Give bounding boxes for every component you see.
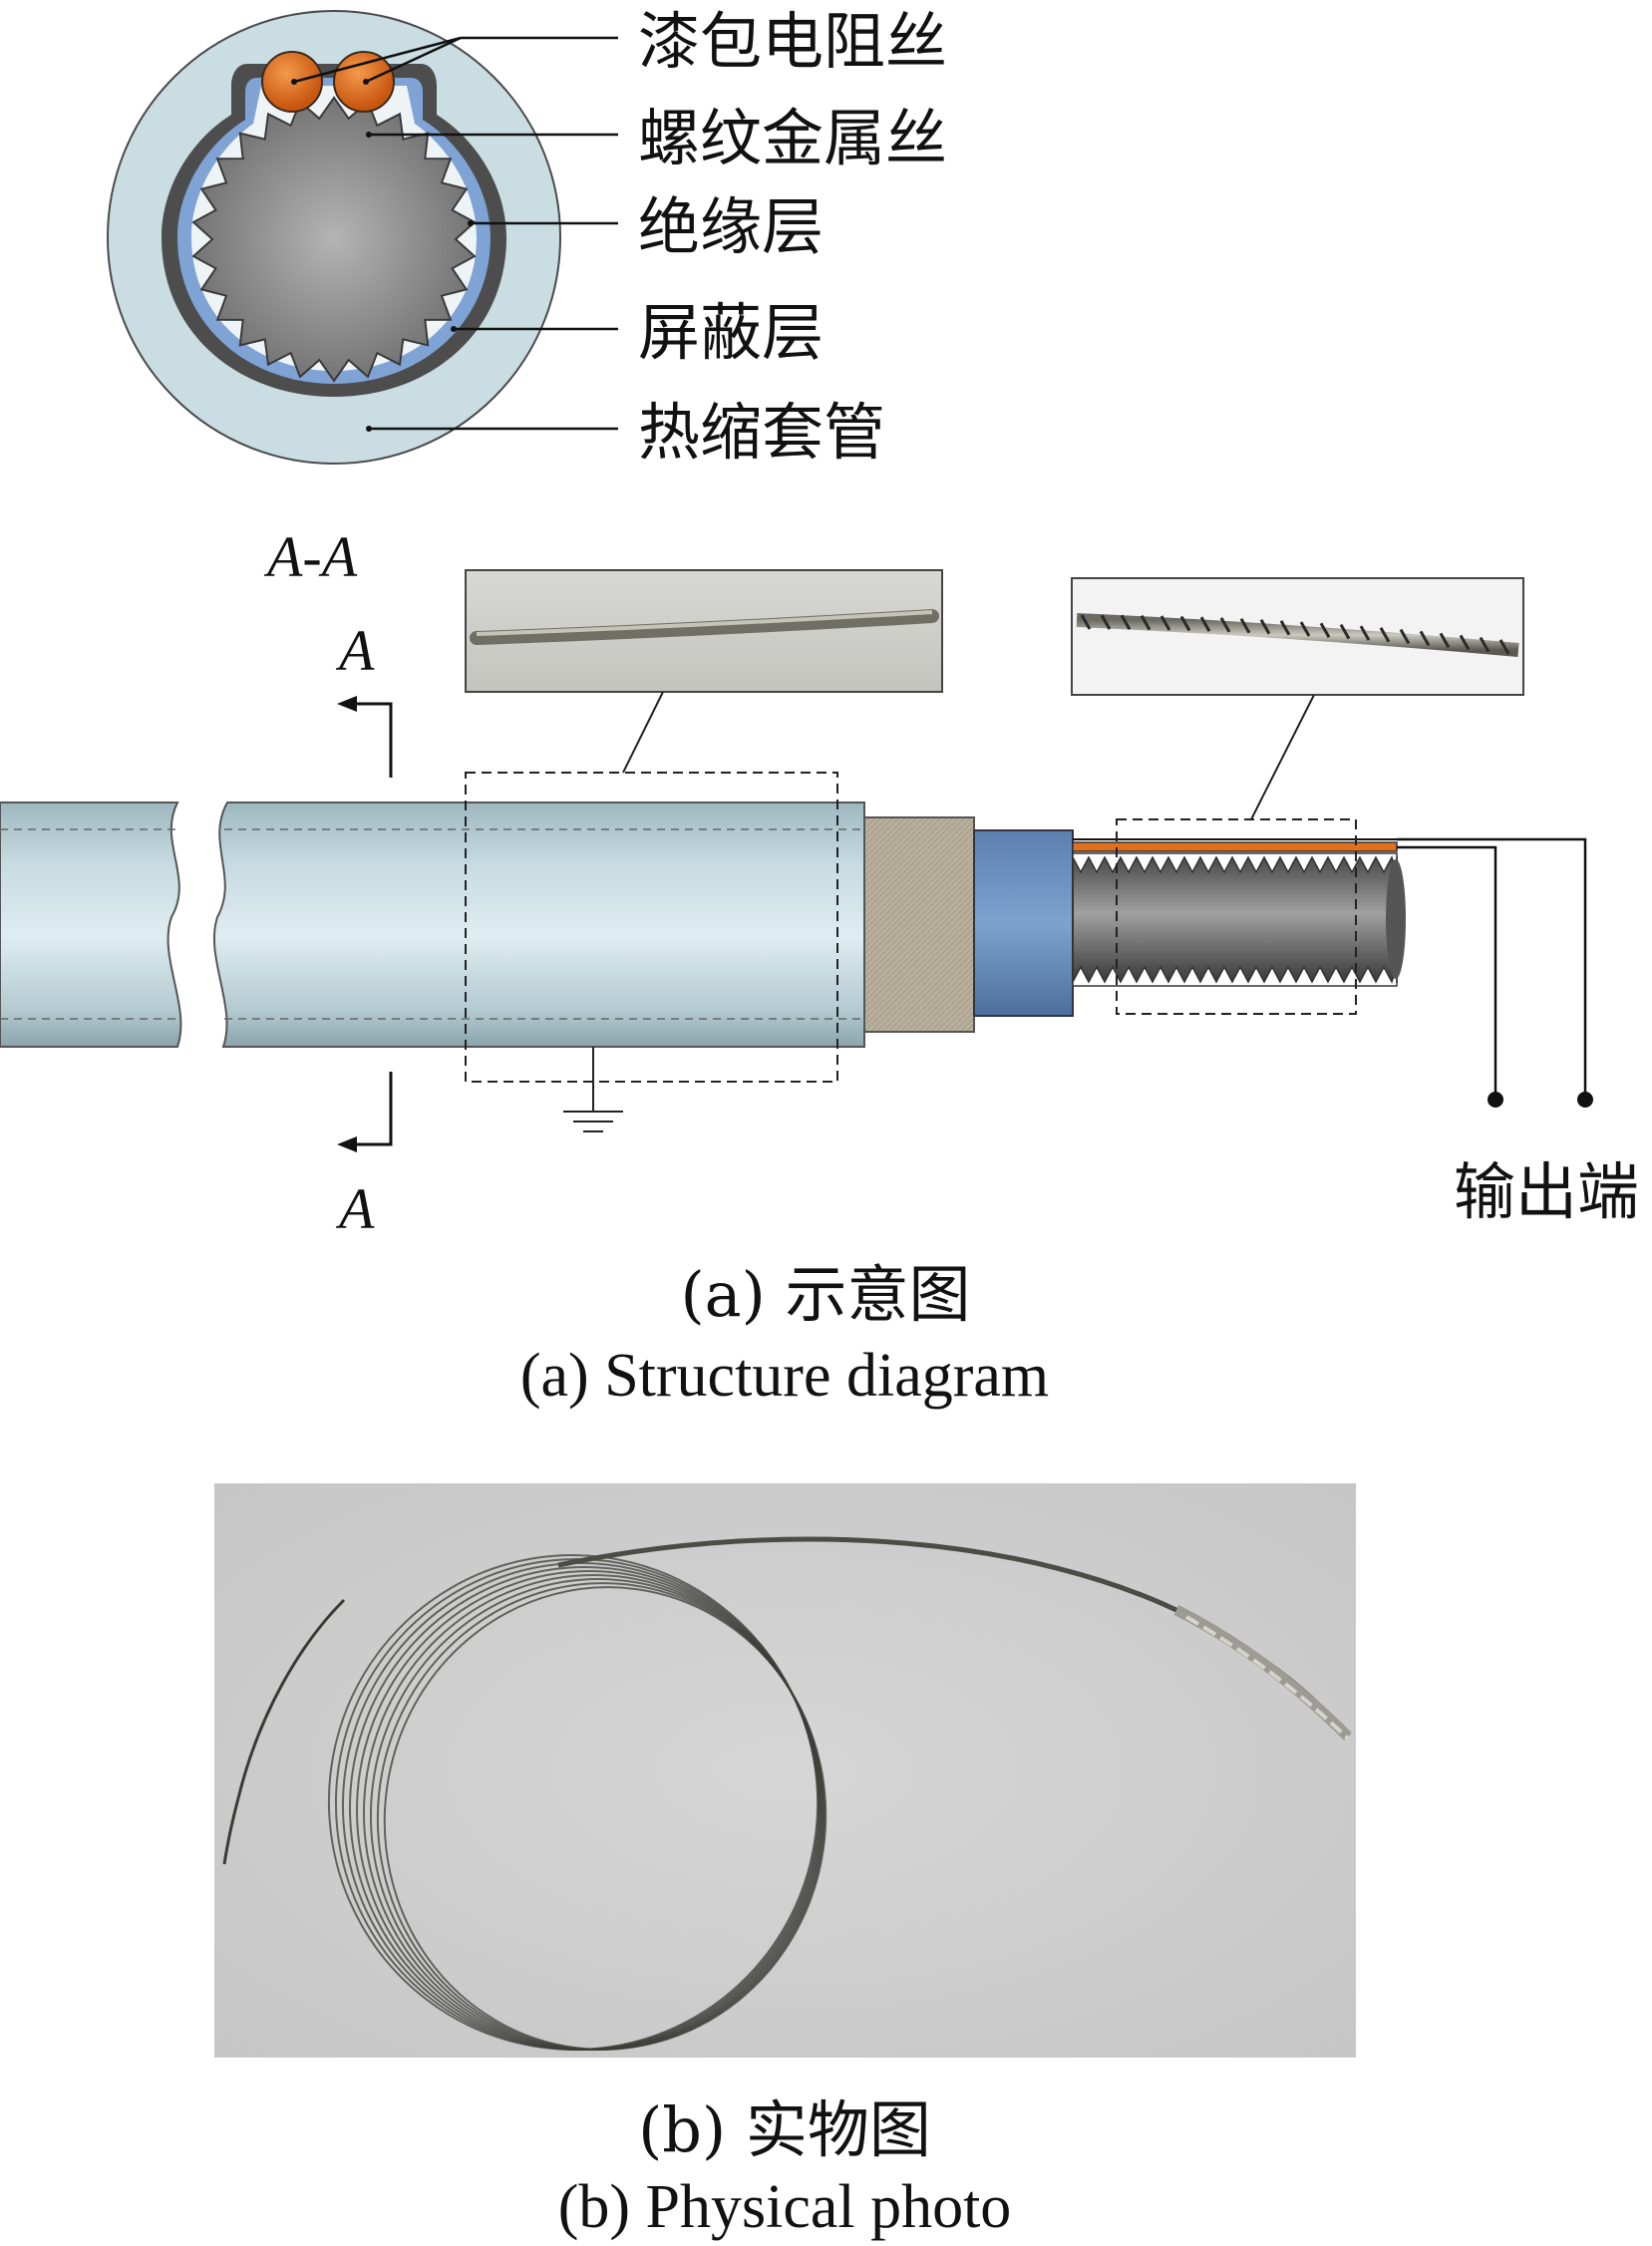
label-enamel-wire: 漆包电阻丝 [638,5,947,78]
shield-braid [863,816,975,1033]
caption-a-cn: (a) 示意图 [680,1258,970,1331]
caption-b-en: (b) Physical photo [558,2173,1012,2241]
zoom-box-sleeve [465,772,838,1083]
label-shield: 屏蔽层 [638,296,824,369]
label-threaded-wire: 螺纹金属丝 [638,102,947,174]
section-title: A-A [263,524,358,589]
output-leads [1397,837,1587,1100]
structure-diagram: 输出端 [0,569,1639,1228]
sleeve-main [212,802,865,1048]
enamel-wire-strip [1072,841,1398,852]
zoom-box-core [1116,818,1357,1015]
section-letter-top: A [335,618,375,683]
leader-lines [293,36,618,431]
ground-icon [563,1047,623,1132]
caption-b-cn: (b) 实物图 [638,2093,931,2166]
physical-photo [214,1483,1356,2058]
threaded-metal-wire [191,96,477,383]
core-bottom-thread [1072,965,1398,987]
core-top-thread [1072,852,1398,874]
cross-section: 漆包电阻丝 螺纹金属丝 绝缘层 屏蔽层 热缩套管 [107,5,947,469]
label-sleeve: 热缩套管 [638,396,885,469]
thumbnail-thread-photo [1071,577,1524,820]
terminal-dot-2 [1577,1092,1593,1108]
caption-a-en: (a) Structure diagram [520,1342,1049,1410]
insulation-segment [973,829,1074,1017]
label-insulation: 绝缘层 [638,190,824,263]
sleeve-left [0,802,182,1048]
output-terminal-label: 输出端 [1454,1155,1639,1228]
thumbnail-sleeve-photo [465,569,943,774]
terminal-dot-1 [1487,1092,1503,1108]
threaded-core-body [1072,856,1398,983]
section-letter-bottom: A [335,1176,375,1241]
section-marker: A-A A A [263,524,393,1241]
